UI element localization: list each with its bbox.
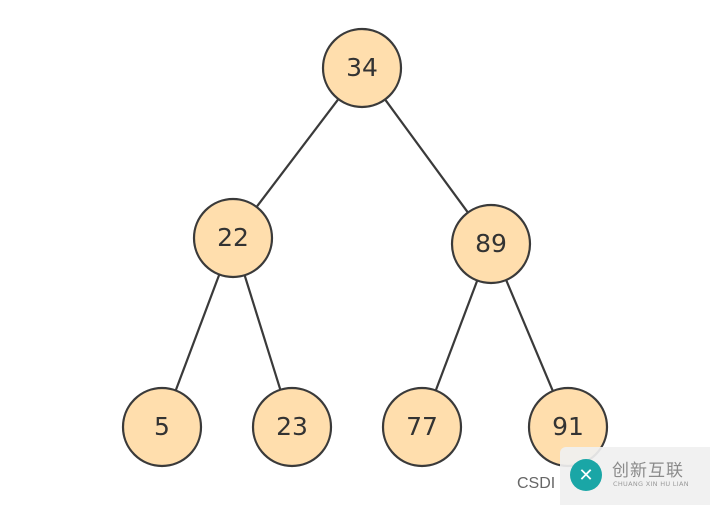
node-label: 89	[475, 229, 507, 258]
node-label: 77	[406, 412, 438, 441]
tree-node-22: 22	[192, 197, 274, 279]
edge-n34-n22	[255, 98, 340, 208]
node-label: 5	[154, 412, 170, 441]
brand-logo-icon: ✕	[570, 459, 602, 491]
node-label: 34	[346, 53, 378, 82]
brand-name: 创新互联	[612, 461, 684, 481]
edge-n34-n89	[384, 98, 469, 214]
node-circle	[381, 386, 463, 468]
edge-n22-n5	[174, 274, 221, 391]
csdn-watermark-text: CSDI	[517, 475, 556, 492]
node-label: 23	[276, 412, 308, 441]
tree-node-5: 5	[121, 386, 203, 468]
node-label: 22	[217, 223, 249, 252]
node-circle	[251, 386, 333, 468]
tree-edges	[174, 98, 554, 392]
tree-node-91: 91	[527, 386, 609, 468]
tree-nodes: 34 22 89 5 23 77 91	[121, 27, 609, 468]
edge-n89-n91	[505, 279, 554, 392]
node-label: 91	[552, 412, 584, 441]
tree-node-77: 77	[381, 386, 463, 468]
edge-n22-n23	[243, 274, 282, 391]
tree-node-23: 23	[251, 386, 333, 468]
node-circle	[192, 197, 274, 279]
node-circle	[450, 203, 532, 285]
edge-n89-n77	[434, 280, 479, 391]
node-circle	[321, 27, 403, 109]
tree-node-89: 89	[450, 203, 532, 285]
node-circle	[121, 386, 203, 468]
brand-watermark: ✕ 创新互联 CHUANG XIN HU LIAN	[560, 447, 710, 505]
brand-pinyin: CHUANG XIN HU LIAN	[613, 480, 689, 488]
tree-node-34: 34	[321, 27, 403, 109]
